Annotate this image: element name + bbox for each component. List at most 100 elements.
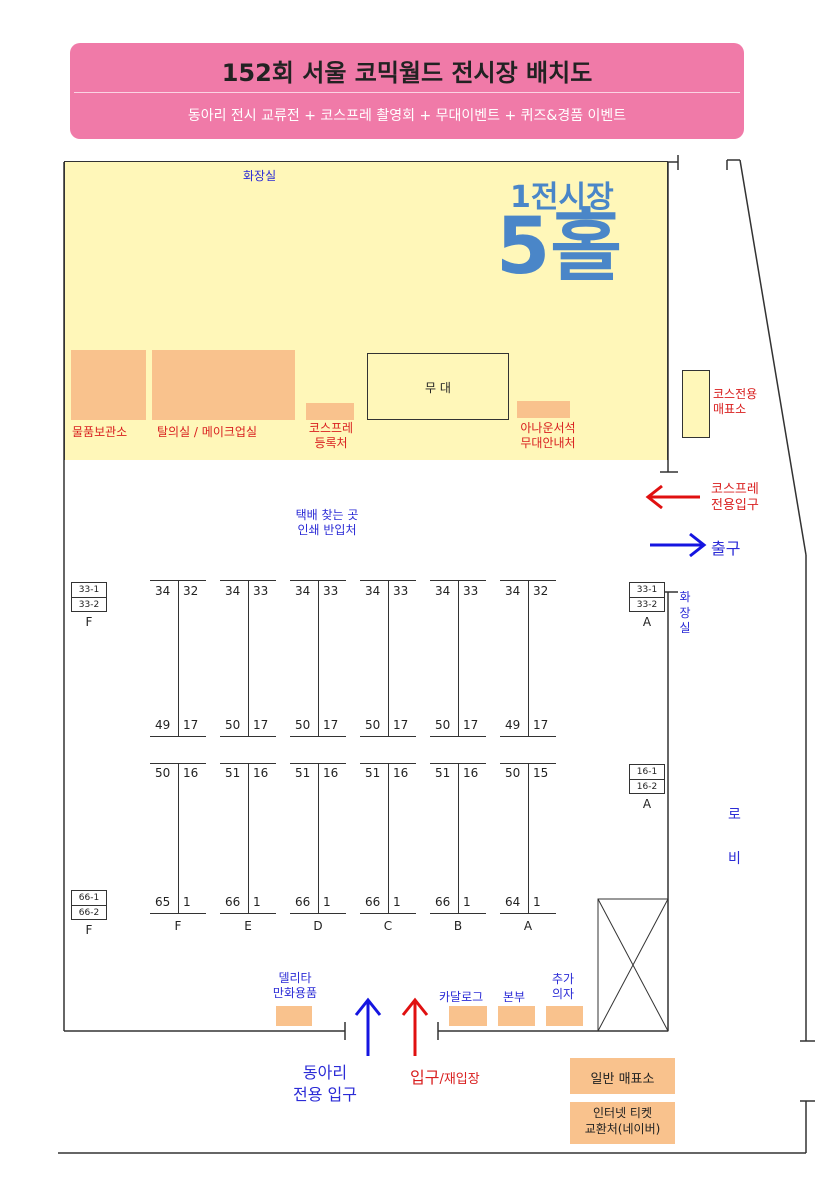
booth-number: 51 [295,766,311,780]
main-entrance-label: 입구/재입장 [410,1064,480,1088]
booth-number: 34 [365,584,381,598]
hall-label: 1전시장 [510,180,614,215]
booth-divider [318,763,319,913]
cos-entrance-arrow [645,484,700,510]
general-ticket-booth: 일반 매표소 [570,1058,675,1094]
main-entrance-arrow [401,997,429,1056]
booth-number: 16 [463,766,479,780]
side-booth-top: 33-1 [72,583,106,598]
stage: 무 대 [367,353,509,420]
booth-number: 50 [365,718,381,732]
booth-divider [388,580,389,736]
catalog-label: 카달로그 [439,990,484,1004]
storage-booth [71,350,146,420]
booth-bottom-line [220,736,276,737]
booth-bottom-line [430,736,486,737]
booth-number: 66 [295,895,311,909]
booth-number: 50 [225,718,241,732]
booth-number: 50 [155,766,171,780]
page-title: 152회 서울 코믹월드 전시장 배치도 [221,59,593,87]
booth-bottom-line [290,913,346,914]
booth-row-letter: D [313,919,323,933]
booth-number: 33 [463,584,479,598]
internet-ticket-booth: 인터넷 티켓 교환처(네이버) [570,1102,675,1144]
booth-row-letter: E [244,919,252,933]
booth-number: 66 [365,895,381,909]
booth-number: 32 [183,584,199,598]
side-booth-top: 16-1 [630,765,664,780]
side-booth-top: 66-1 [72,891,106,906]
side-booth-row: F [85,615,93,629]
hall-number: 5홀 [496,202,623,292]
cos-register-booth [306,403,354,420]
booth-divider [458,763,459,913]
booth-number: 1 [393,895,401,909]
booth-number: 64 [505,895,521,909]
extra-chairs-booth [546,1006,583,1026]
title-banner: 152회 서울 코믹월드 전시장 배치도 동아리 전시 교류전 + 코스프레 촬… [70,43,744,139]
delivery-label: 택배 찾는 곳 인쇄 반입처 [295,508,359,537]
booth-number: 51 [435,766,451,780]
booth-bottom-line [150,736,206,737]
booth-divider [458,580,459,736]
lobby-label-2: 비 [728,851,741,867]
stage-label: 무 대 [425,381,451,395]
booth-number: 1 [253,895,261,909]
booth-divider [248,763,249,913]
booth-number: 1 [463,895,471,909]
cos-entrance-label: 코스프레 전용입구 [711,482,759,514]
side-booth-row: F [85,923,93,937]
booth-row-letter: C [383,919,393,933]
booth-bottom-line [360,913,416,914]
storage-label: 물품보관소 [72,425,128,439]
booth-number: 33 [393,584,409,598]
booth-number: 51 [365,766,381,780]
toilet-side-label: 화 장 실 [679,590,691,636]
announcer-booth [517,401,570,418]
booth-divider [178,763,179,913]
side-booth-box: 16-1 16-2 [629,764,665,794]
side-booth-bottom: 16-2 [636,782,658,792]
booth-number: 50 [435,718,451,732]
booth-number: 51 [225,766,241,780]
cos-ticket-booth [682,370,710,438]
booth-number: 34 [295,584,311,598]
cos-ticket-label: 코스전용 매표소 [713,387,758,416]
internet-ticket-label: 인터넷 티켓 교환처(네이버) [584,1106,661,1136]
booth-number: 65 [155,895,171,909]
booth-number: 1 [183,895,191,909]
booth-number: 66 [435,895,451,909]
cos-register-label: 코스프레 등록처 [308,421,354,450]
booth-divider [178,580,179,736]
booth-number: 34 [435,584,451,598]
booth-row-letter: B [453,919,463,933]
hq-booth [498,1006,535,1026]
club-entrance-label: 동아리 전용 입구 [293,1063,357,1104]
booth-divider [528,580,529,736]
exit-arrow [650,532,707,558]
announcer-label: 아나운서석 무대안내처 [520,421,576,450]
banner-divider [74,92,740,93]
side-booth-row: A [642,797,652,811]
booth-number: 16 [183,766,199,780]
booth-number: 1 [533,895,541,909]
booth-divider [318,580,319,736]
booth-number: 1 [323,895,331,909]
booth-row-letter: F [174,919,182,933]
lobby-wall-diagonal [739,159,807,556]
booth-number: 17 [253,718,269,732]
toilet-top-label: 화장실 [243,169,277,183]
booth-divider [248,580,249,736]
booth-number: 17 [183,718,199,732]
booth-bottom-line [220,913,276,914]
booth-number: 16 [253,766,269,780]
booth-number: 17 [323,718,339,732]
booth-number: 17 [463,718,479,732]
booth-number: 34 [155,584,171,598]
booth-bottom-line [290,736,346,737]
booth-number: 49 [155,718,171,732]
booth-number: 33 [253,584,269,598]
